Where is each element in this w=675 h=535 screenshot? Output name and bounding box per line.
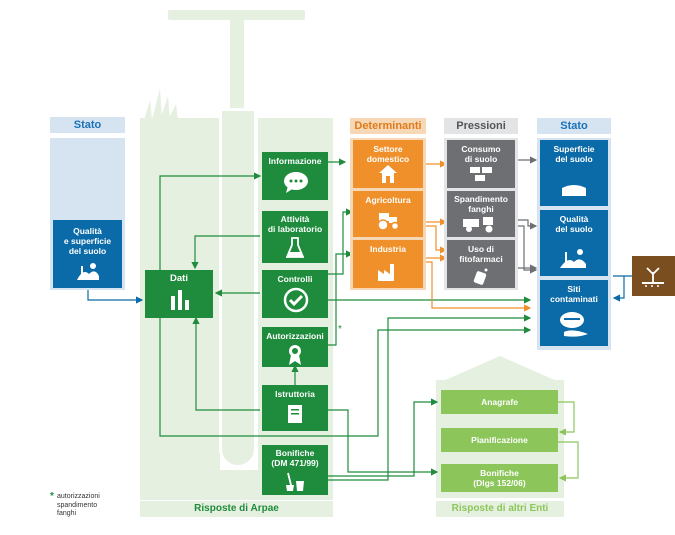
tractor-icon [377,213,400,231]
flask-icon [286,237,304,258]
grass-icon [144,88,178,120]
industria-box[interactable]: Industria [353,240,423,288]
siti-contaminati-label: Siti contaminati [550,284,598,304]
qualita-suolo-box[interactable]: Qualità del suolo [540,210,608,276]
agricoltura-label: Agricoltura [365,195,411,205]
soil-tile [632,256,675,296]
left-stato-header: Stato [50,117,125,133]
settore-domestico-label: Settore domestico [366,144,410,164]
asterisk-mark: * [338,324,342,335]
factory-icon [378,264,394,281]
consumo-suolo-box[interactable]: Consumo di suolo [447,140,515,188]
right-stato-header: Stato [537,118,611,134]
qualita-superficie-box[interactable]: Qualità e superficie del suolo [53,220,122,288]
sprout-icon [642,267,664,287]
pianificazione-box[interactable]: Pianificazione [441,428,558,452]
book-icon [288,405,302,423]
legend-star: * [50,491,54,502]
informazione-label: Informazione [268,156,322,166]
altri-enti-roof [436,356,564,384]
istruttoria-box[interactable]: Istruttoria [262,385,328,431]
settore-domestico-box[interactable]: Settore domestico [353,140,423,188]
altri-enti-footer: Risposte di altri Enti [436,501,564,517]
probe-stem [230,20,244,110]
superficie-suolo-box[interactable]: Superficie del suolo [540,140,608,206]
qualita-suolo-label: Qualità del suolo [555,214,593,234]
bonifiche-enti-label: Bonifiche (Dlgs 152/06) [473,468,526,488]
barrel-icon [560,312,588,337]
consumo-suolo-label: Consumo di suolo [461,144,501,164]
pianificazione-label: Pianificazione [471,435,528,445]
autorizzazioni-label: Autorizzazioni [266,331,324,341]
house-icon [379,165,397,183]
laboratorio-box[interactable]: Attività di laboratorio [262,211,328,263]
pressioni-header: Pressioni [444,118,518,134]
checkmark-icon [283,287,309,313]
laboratorio-label: Attività di laboratorio [267,214,323,234]
spandimento-fanghi-label: Spandimento fanghi [454,194,508,214]
bricks-icon [470,167,492,181]
speech-bubble-icon [284,172,308,193]
anagrafe-box[interactable]: Anagrafe [441,390,558,414]
terrain-icon [562,185,586,196]
siti-contaminati-box[interactable]: Siti contaminati [540,280,608,346]
istruttoria-label: Istruttoria [275,389,315,399]
probe-tube [219,108,257,468]
sprayer-icon [473,268,488,285]
arpae-footer: Risposte di Arpae [140,501,333,517]
landscape-tree-icon [560,249,586,268]
bonifiche-enti-box[interactable]: Bonifiche (Dlgs 152/06) [441,464,558,492]
legend-text: autorizzazioni spandimento fanghi [57,493,100,517]
anagrafe-label: Anagrafe [481,397,518,407]
bonifiche-arpae-box[interactable]: Bonifiche (DM 471/99) [262,445,328,495]
industria-label: Industria [370,244,406,254]
agricoltura-box[interactable]: Agricoltura [353,191,423,237]
landscape-icon [77,263,99,280]
informazione-box[interactable]: Informazione [262,152,328,200]
controlli-box[interactable]: Controlli [262,270,328,318]
fitofarmaci-label: Uso di fitofarmaci [459,244,503,264]
broom-bucket-icon [286,472,304,491]
probe-handle [168,10,305,20]
qualita-superficie-label: Qualità e superficie del suolo [63,226,112,256]
dati-box[interactable]: Dati [145,270,213,318]
badge-icon [289,345,301,365]
spreader-tractor-icon [463,217,493,233]
dati-label: Dati [170,273,188,284]
bar-chart-icon [171,290,189,310]
bonifiche-arpae-label: Bonifiche (DM 471/99) [271,448,319,468]
controlli-label: Controlli [277,274,313,284]
determinanti-header: Determinanti [350,118,426,134]
fitofarmaci-box[interactable]: Uso di fitofarmaci [447,240,515,288]
autorizzazioni-box[interactable]: Autorizzazioni [262,327,328,367]
spandimento-fanghi-box[interactable]: Spandimento fanghi [447,191,515,237]
superficie-suolo-label: Superficie del suolo [553,144,595,164]
